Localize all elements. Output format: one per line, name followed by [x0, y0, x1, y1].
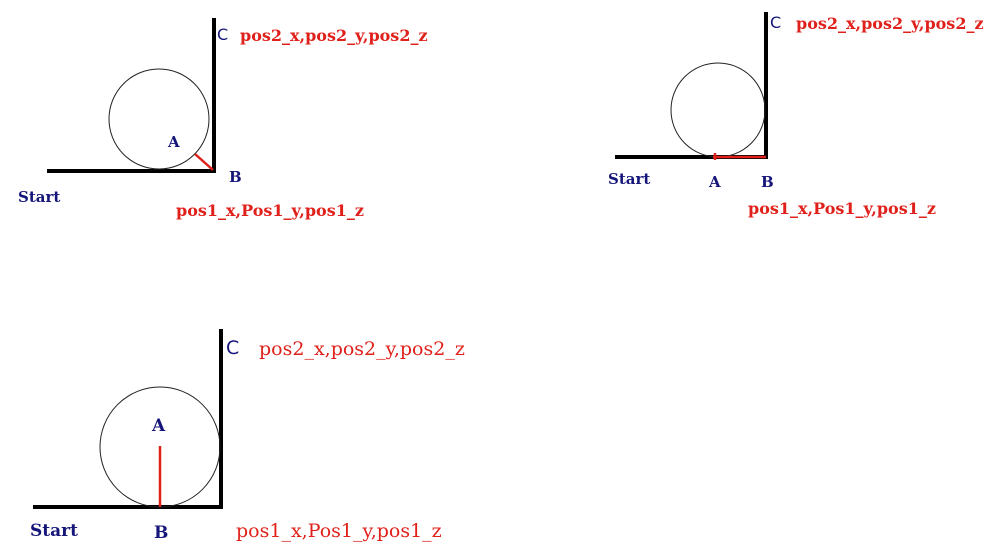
diagram-3-label-c: C: [226, 337, 239, 359]
diagram-3-pos2: pos2_x,pos2_y,pos2_z: [259, 338, 465, 360]
diagram-2-circle: [670, 62, 766, 158]
diagram-2-label-start: Start: [608, 170, 650, 188]
diagram-3: C pos2_x,pos2_y,pos2_z A Start B pos1_x,…: [30, 329, 465, 543]
diagram-2-label-a: A: [708, 173, 721, 191]
diagram-1-label-c: C: [217, 25, 228, 44]
diagram-2-label-c: C: [770, 13, 781, 32]
diagram-1-pos1: pos1_x,Pos1_y,pos1_z: [176, 201, 364, 220]
diagram-2: C pos2_x,pos2_y,pos2_z Start A B pos1_x,…: [608, 12, 984, 218]
diagram-1-label-start: Start: [18, 188, 60, 206]
diagram-3-label-start: Start: [30, 521, 78, 541]
diagram-3-label-b: B: [154, 523, 168, 543]
diagram-1: C pos2_x,pos2_y,pos2_z A B Start pos1_x,…: [18, 18, 428, 220]
diagram-3-label-a: A: [151, 416, 166, 436]
diagram-1-label-b: B: [229, 168, 242, 186]
diagram-1-label-a: A: [167, 133, 180, 151]
diagram-1-segment-ab: [194, 153, 214, 171]
diagram-3-pos1: pos1_x,Pos1_y,pos1_z: [236, 520, 442, 542]
diagram-2-pos1: pos1_x,Pos1_y,pos1_z: [748, 199, 936, 218]
diagram-2-label-b: B: [761, 173, 774, 191]
diagram-1-circle: [108, 68, 210, 170]
diagram-1-pos2: pos2_x,pos2_y,pos2_z: [240, 26, 428, 45]
diagram-2-pos2: pos2_x,pos2_y,pos2_z: [796, 14, 984, 33]
